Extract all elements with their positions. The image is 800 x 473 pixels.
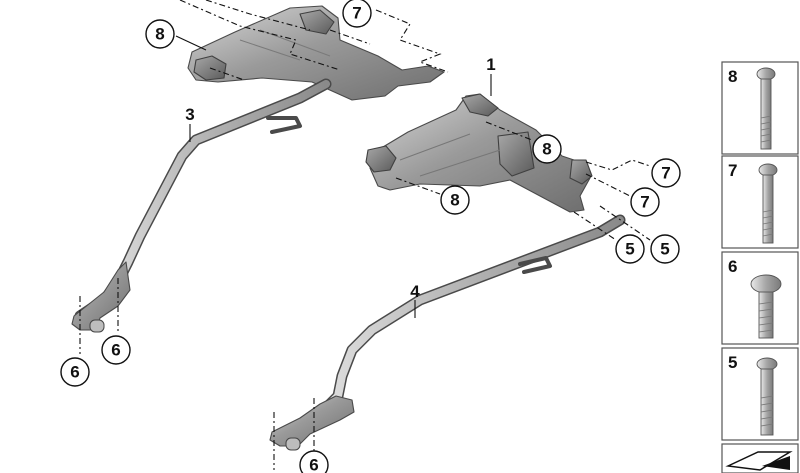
svg-text:6: 6	[728, 257, 737, 276]
legend-item-8[interactable]: 8	[721, 61, 799, 155]
leader-lines	[79, 0, 651, 470]
svg-text:6: 6	[309, 456, 318, 473]
callout-6-bottom[interactable]: 6	[299, 450, 329, 473]
svg-text:7: 7	[352, 4, 361, 23]
callout-6-left-b[interactable]: 6	[101, 335, 131, 365]
callout-5-b[interactable]: 5	[650, 234, 680, 264]
svg-text:7: 7	[661, 164, 670, 183]
svg-text:8: 8	[450, 191, 459, 210]
callout-8-mid[interactable]: 8	[532, 134, 562, 164]
bracket-part-1	[365, 93, 593, 213]
callout-5-a[interactable]: 5	[615, 234, 645, 264]
callout-7-top[interactable]: 7	[342, 0, 372, 28]
fastener-legend: 8 7	[721, 61, 799, 473]
callout-7-right-a[interactable]: 7	[651, 158, 681, 188]
svg-text:7: 7	[640, 193, 649, 212]
svg-text:5: 5	[728, 353, 737, 372]
label-part-4: 4	[410, 282, 420, 301]
svg-text:5: 5	[625, 240, 634, 259]
rod-part-4	[269, 214, 626, 451]
svg-text:6: 6	[111, 341, 120, 360]
callout-6-left-a[interactable]: 6	[60, 357, 90, 387]
svg-text:8: 8	[728, 67, 737, 86]
callout-7-right-b[interactable]: 7	[630, 187, 660, 217]
svg-text:8: 8	[542, 140, 551, 159]
legend-item-7[interactable]: 7	[721, 155, 799, 249]
svg-text:8: 8	[155, 25, 164, 44]
long-bolt-icon	[756, 67, 776, 150]
svg-text:7: 7	[728, 161, 737, 180]
callout-8-low[interactable]: 8	[440, 185, 470, 215]
label-part-1: 1	[486, 55, 495, 74]
svg-text:6: 6	[70, 363, 79, 382]
callout-8-top[interactable]: 8	[145, 19, 175, 49]
legend-item-partial	[721, 443, 799, 473]
short-bolt-icon	[756, 357, 778, 436]
svg-text:5: 5	[660, 240, 669, 259]
legend-item-6[interactable]: 6	[721, 251, 799, 345]
upper-bracket	[187, 5, 445, 101]
label-part-3: 3	[185, 105, 194, 124]
long-bolt-icon	[758, 163, 778, 244]
rod-part-3	[71, 78, 332, 333]
short-bolt-icon	[750, 274, 782, 339]
legend-item-5[interactable]: 5	[721, 347, 799, 441]
